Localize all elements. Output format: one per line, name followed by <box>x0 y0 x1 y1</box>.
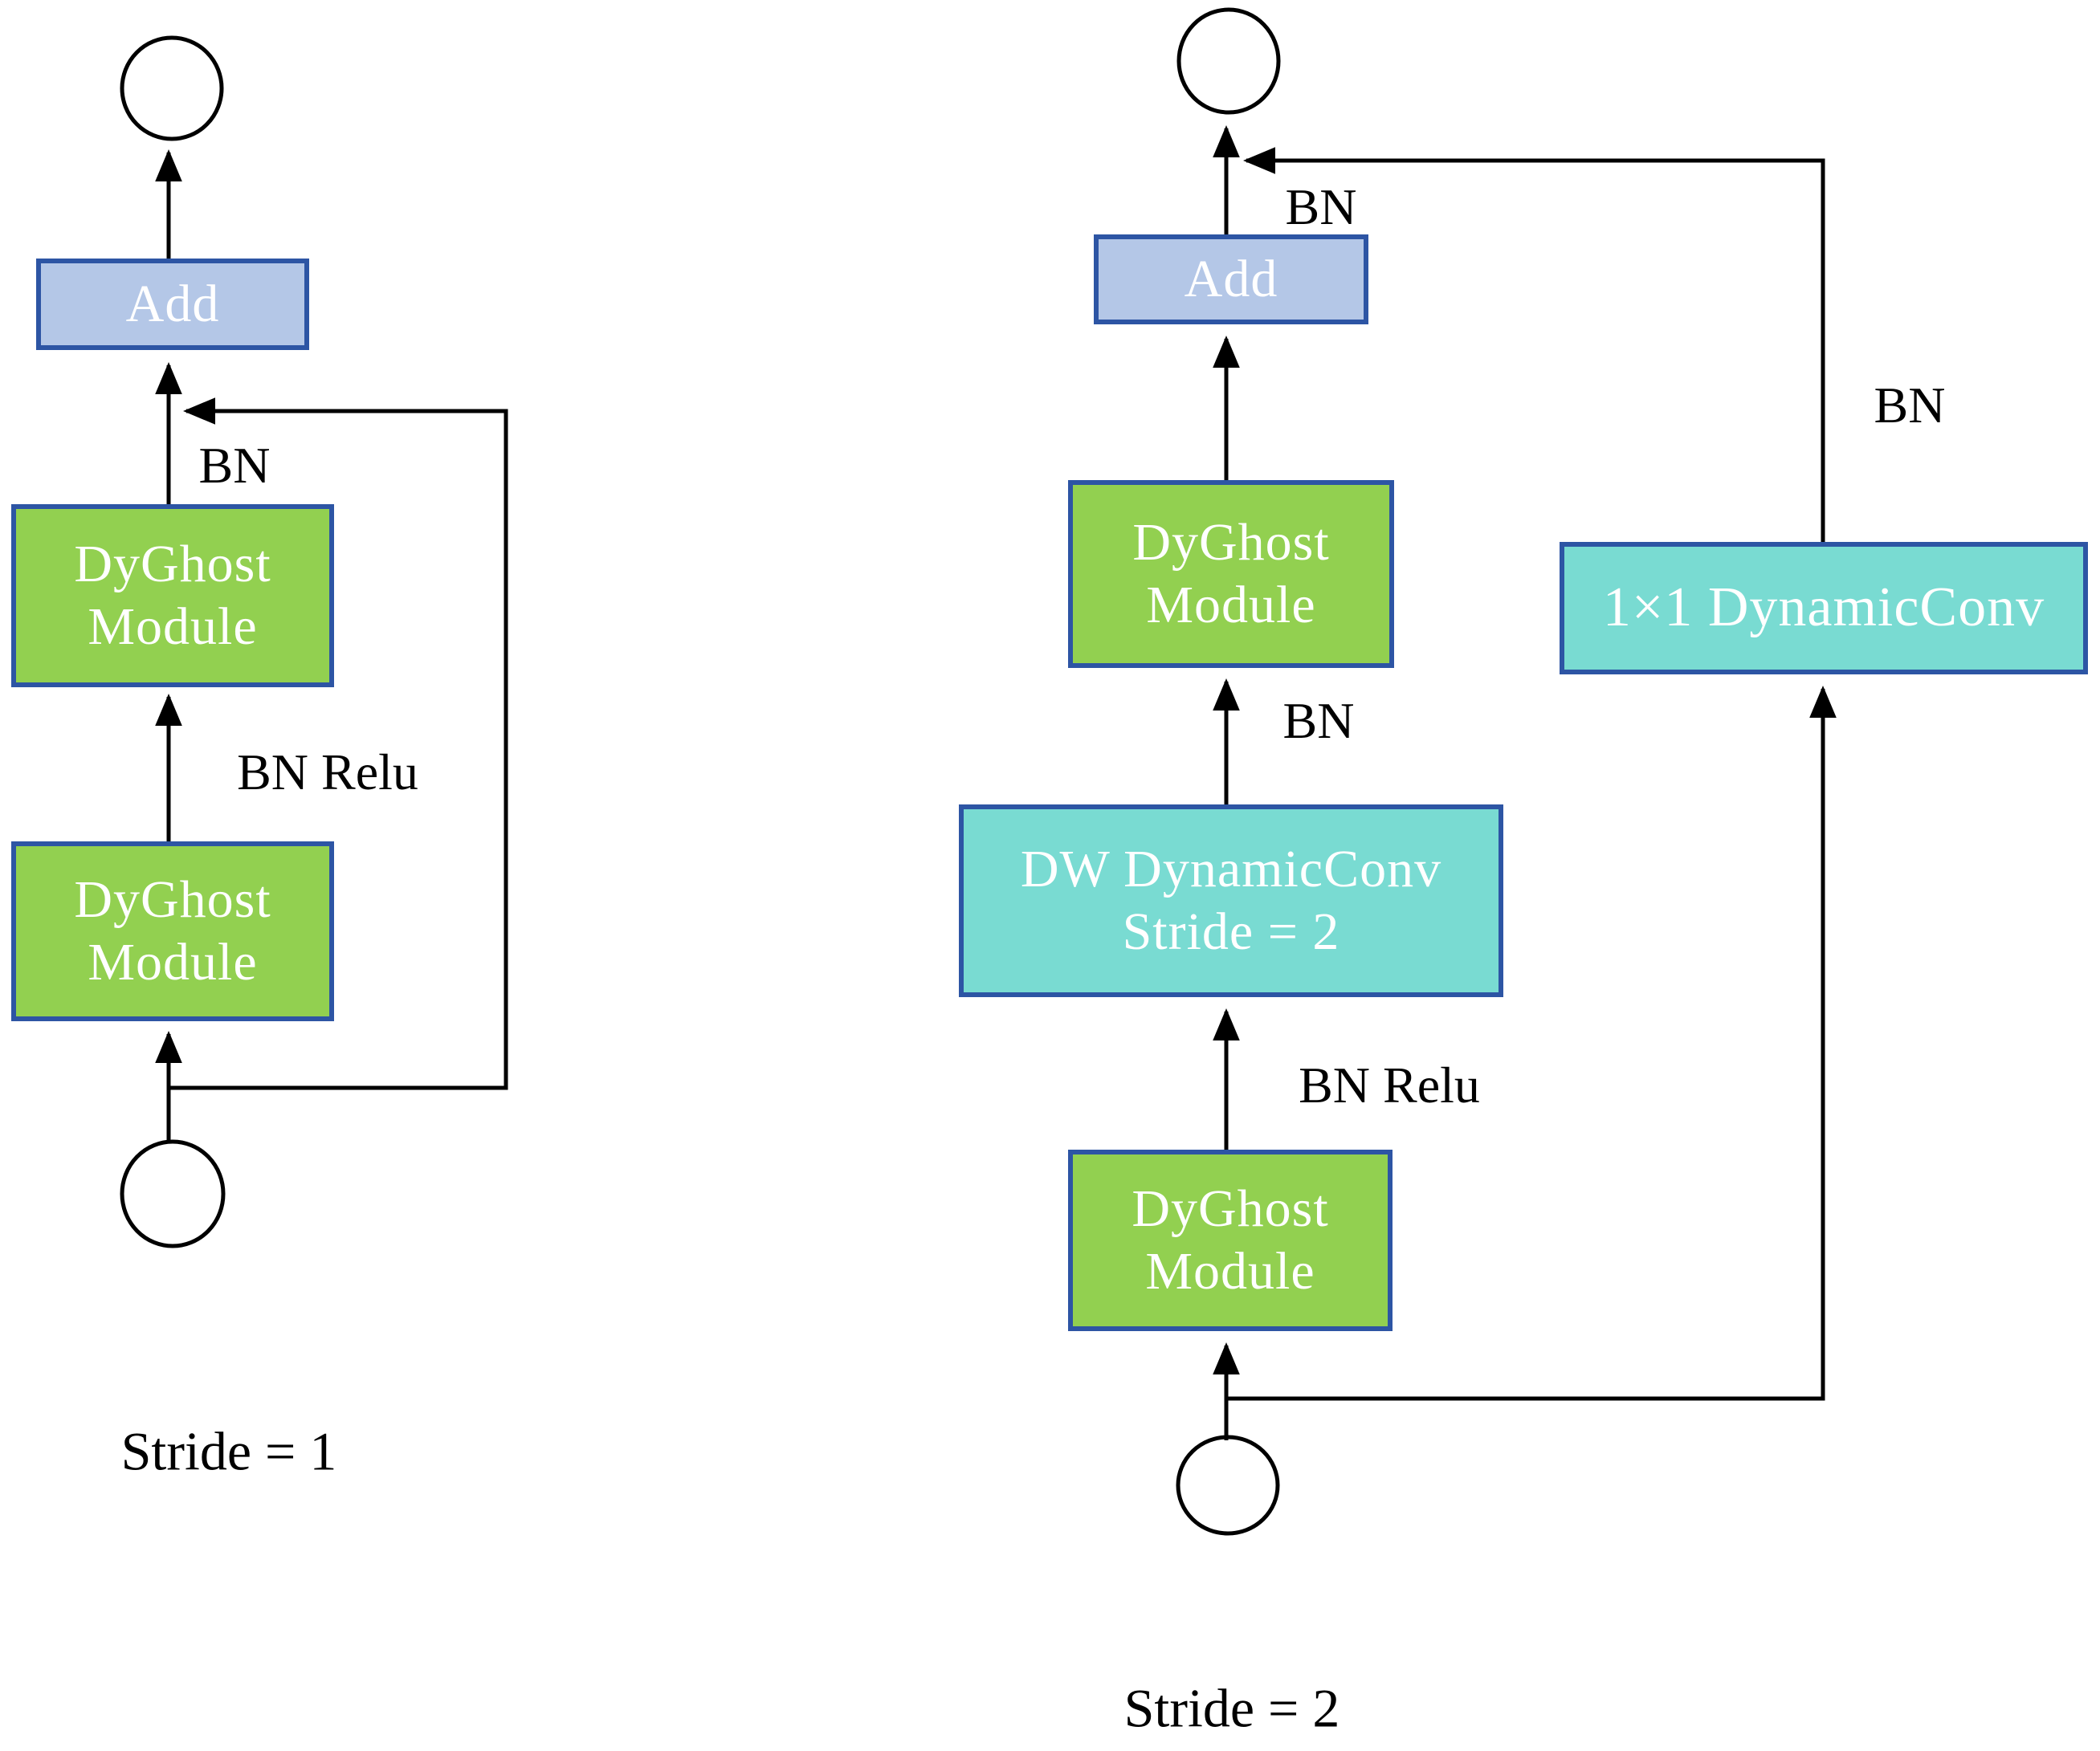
stride2-caption: Stride = 2 <box>1123 1677 1340 1739</box>
stride2-dw-conv-line1: DW DynamicConv <box>1020 840 1442 899</box>
stride2-bn-mid-label: BN <box>1282 692 1355 749</box>
stride1-bn-relu-label: BN Relu <box>237 743 418 800</box>
stride1-dyghost-bottom-line2: Module <box>88 933 258 992</box>
stride2-dyghost-module-bottom-box: DyGhost Module <box>1068 1150 1393 1331</box>
stride2-dyghost-module-top-box: DyGhost Module <box>1068 480 1394 668</box>
stride1-dyghost-bottom-line1: DyGhost <box>74 870 271 930</box>
stride2-bn-skip-label: BN <box>1874 377 1946 434</box>
stride2-add-box: Add <box>1094 234 1368 324</box>
stride2-dyghost-bottom-line1: DyGhost <box>1132 1179 1329 1239</box>
stride2-dyghost-bottom-line2: Module <box>1145 1242 1315 1301</box>
stride2-connectors <box>1176 7 1837 1536</box>
stride1-add-label: Add <box>125 275 220 334</box>
stride2-skip-connection-upper-line <box>1243 147 1825 542</box>
stride1-connectors <box>120 35 508 1248</box>
stride1-output-circle <box>120 35 224 141</box>
stride2-skip-connection-lower-line <box>1226 686 1837 1401</box>
stride2-bn-relu-label: BN Relu <box>1299 1057 1480 1114</box>
stride1-caption: Stride = 1 <box>120 1420 337 1482</box>
stride2-add-label: Add <box>1184 250 1278 309</box>
stride2-1x1-conv-label: 1×1 DynamicConv <box>1602 576 2045 639</box>
stride2-dyghost-top-line1: DyGhost <box>1132 513 1330 572</box>
stride1-dyghost-top-line1: DyGhost <box>74 535 271 594</box>
stride2-dw-dynamicconv-box: DW DynamicConv Stride = 2 <box>959 804 1503 997</box>
stride2-input-circle <box>1176 1435 1280 1536</box>
stride2-dw-conv-line2: Stride = 2 <box>1122 902 1340 961</box>
stride1-input-circle <box>120 1139 226 1248</box>
stride1-dyghost-module-bottom-box: DyGhost Module <box>11 841 334 1021</box>
stride2-1x1-dynamicconv-box: 1×1 DynamicConv <box>1560 542 2088 674</box>
stride1-add-box: Add <box>36 259 309 350</box>
stride2-output-circle <box>1176 7 1281 115</box>
stride2-bn-output-label: BN <box>1285 178 1357 235</box>
stride1-dyghost-module-top-box: DyGhost Module <box>11 504 334 687</box>
stride1-skip-connection-line <box>169 397 508 1090</box>
stride1-bn-label: BN <box>198 437 271 494</box>
stride2-dyghost-top-line2: Module <box>1146 576 1316 634</box>
stride1-dyghost-top-line2: Module <box>88 597 258 656</box>
